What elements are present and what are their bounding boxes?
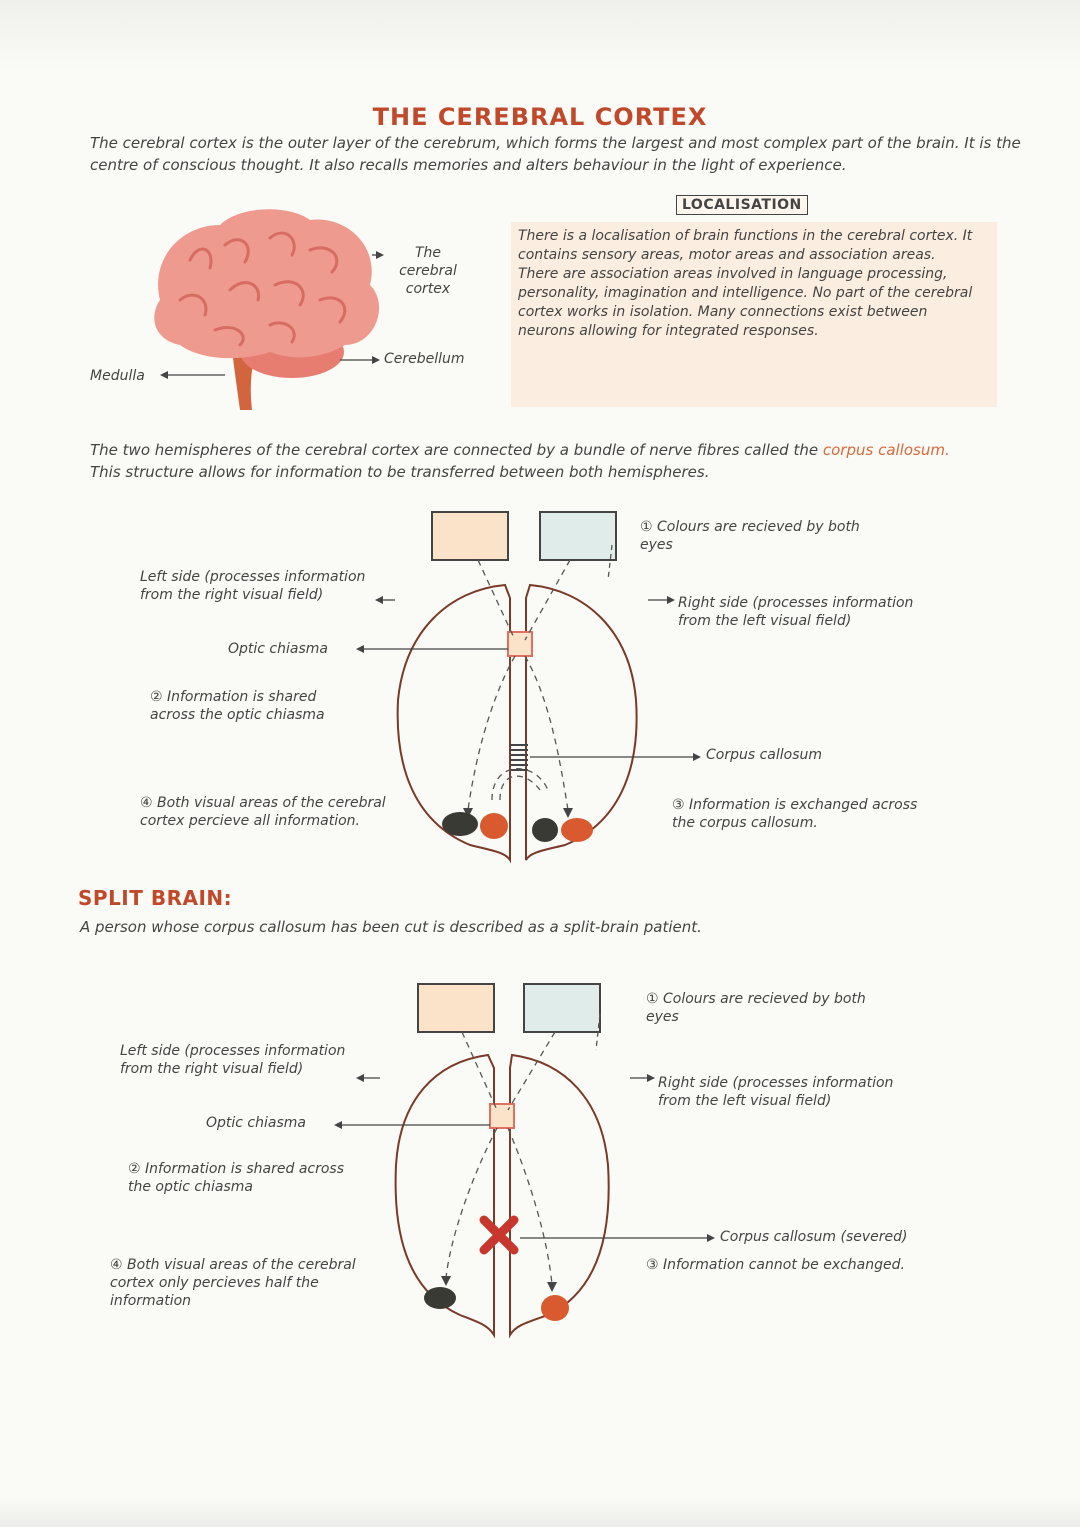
intro-line-1: The cerebral cortex is the outer layer o… xyxy=(90,134,1021,152)
d2-right-side-label: Right side (processes information from t… xyxy=(658,1075,894,1109)
brain-icon xyxy=(154,209,380,410)
d1-colours-label: ① Colours are recieved by both eyes xyxy=(640,519,860,553)
intro-line-2: centre of conscious thought. It also rec… xyxy=(90,156,847,174)
page-shadow-bottom xyxy=(0,1497,1080,1527)
label-cerebral-cortex: The cerebral cortex xyxy=(399,245,457,297)
localisation-heading: LOCALISATION xyxy=(676,195,808,215)
d2-left-side-label: Left side (processes information from th… xyxy=(120,1043,346,1077)
d2-colours-label: ① Colours are recieved by both eyes xyxy=(646,991,866,1025)
d1-info-shared-label: ② Information is shared across the optic… xyxy=(150,689,325,723)
blue-colour-box-2 xyxy=(523,983,601,1033)
d2-info-shared-label: ② Information is shared across the optic… xyxy=(128,1161,345,1195)
peach-colour-box-2 xyxy=(417,983,495,1033)
blue-colour-box xyxy=(539,511,617,561)
d1-corpus-callosum-label: Corpus callosum xyxy=(706,747,823,763)
hemispheres-line-1: The two hemispheres of the cerebral cort… xyxy=(90,440,950,460)
hemispheres-line-2: This structure allows for information to… xyxy=(90,463,710,481)
page-title: THE CEREBRAL CORTEX xyxy=(372,103,708,131)
hemispheres-text: The two hemispheres of the cerebral cort… xyxy=(90,441,819,459)
localisation-box xyxy=(511,222,997,407)
corpus-callosum-term: corpus callosum. xyxy=(822,441,950,459)
d2-both-areas-label: ④ Both visual areas of the cerebral cort… xyxy=(110,1257,356,1309)
page-shadow-top xyxy=(0,0,1080,70)
label-medulla: Medulla xyxy=(90,368,145,384)
localisation-text: There is a localisation of brain functio… xyxy=(518,228,973,339)
split-brain-text: A person whose corpus callosum has been … xyxy=(80,918,702,936)
d2-info-cannot-label: ③ Information cannot be exchanged. xyxy=(646,1257,905,1273)
d1-left-side-label: Left side (processes information from th… xyxy=(140,569,366,603)
peach-colour-box xyxy=(431,511,509,561)
d2-corpus-callosum-label: Corpus callosum (severed) xyxy=(720,1229,908,1245)
d2-optic-chiasma-label: Optic chiasma xyxy=(206,1115,306,1131)
d1-both-areas-label: ④ Both visual areas of the cerebral cort… xyxy=(140,795,386,829)
d1-right-side-label: Right side (processes information from t… xyxy=(678,595,914,629)
d1-optic-chiasma-label: Optic chiasma xyxy=(228,641,328,657)
d1-info-exchanged-label: ③ Information is exchanged across the co… xyxy=(672,797,918,831)
split-brain-heading: SPLIT BRAIN: xyxy=(78,886,233,910)
label-cerebellum: Cerebellum xyxy=(384,351,465,367)
